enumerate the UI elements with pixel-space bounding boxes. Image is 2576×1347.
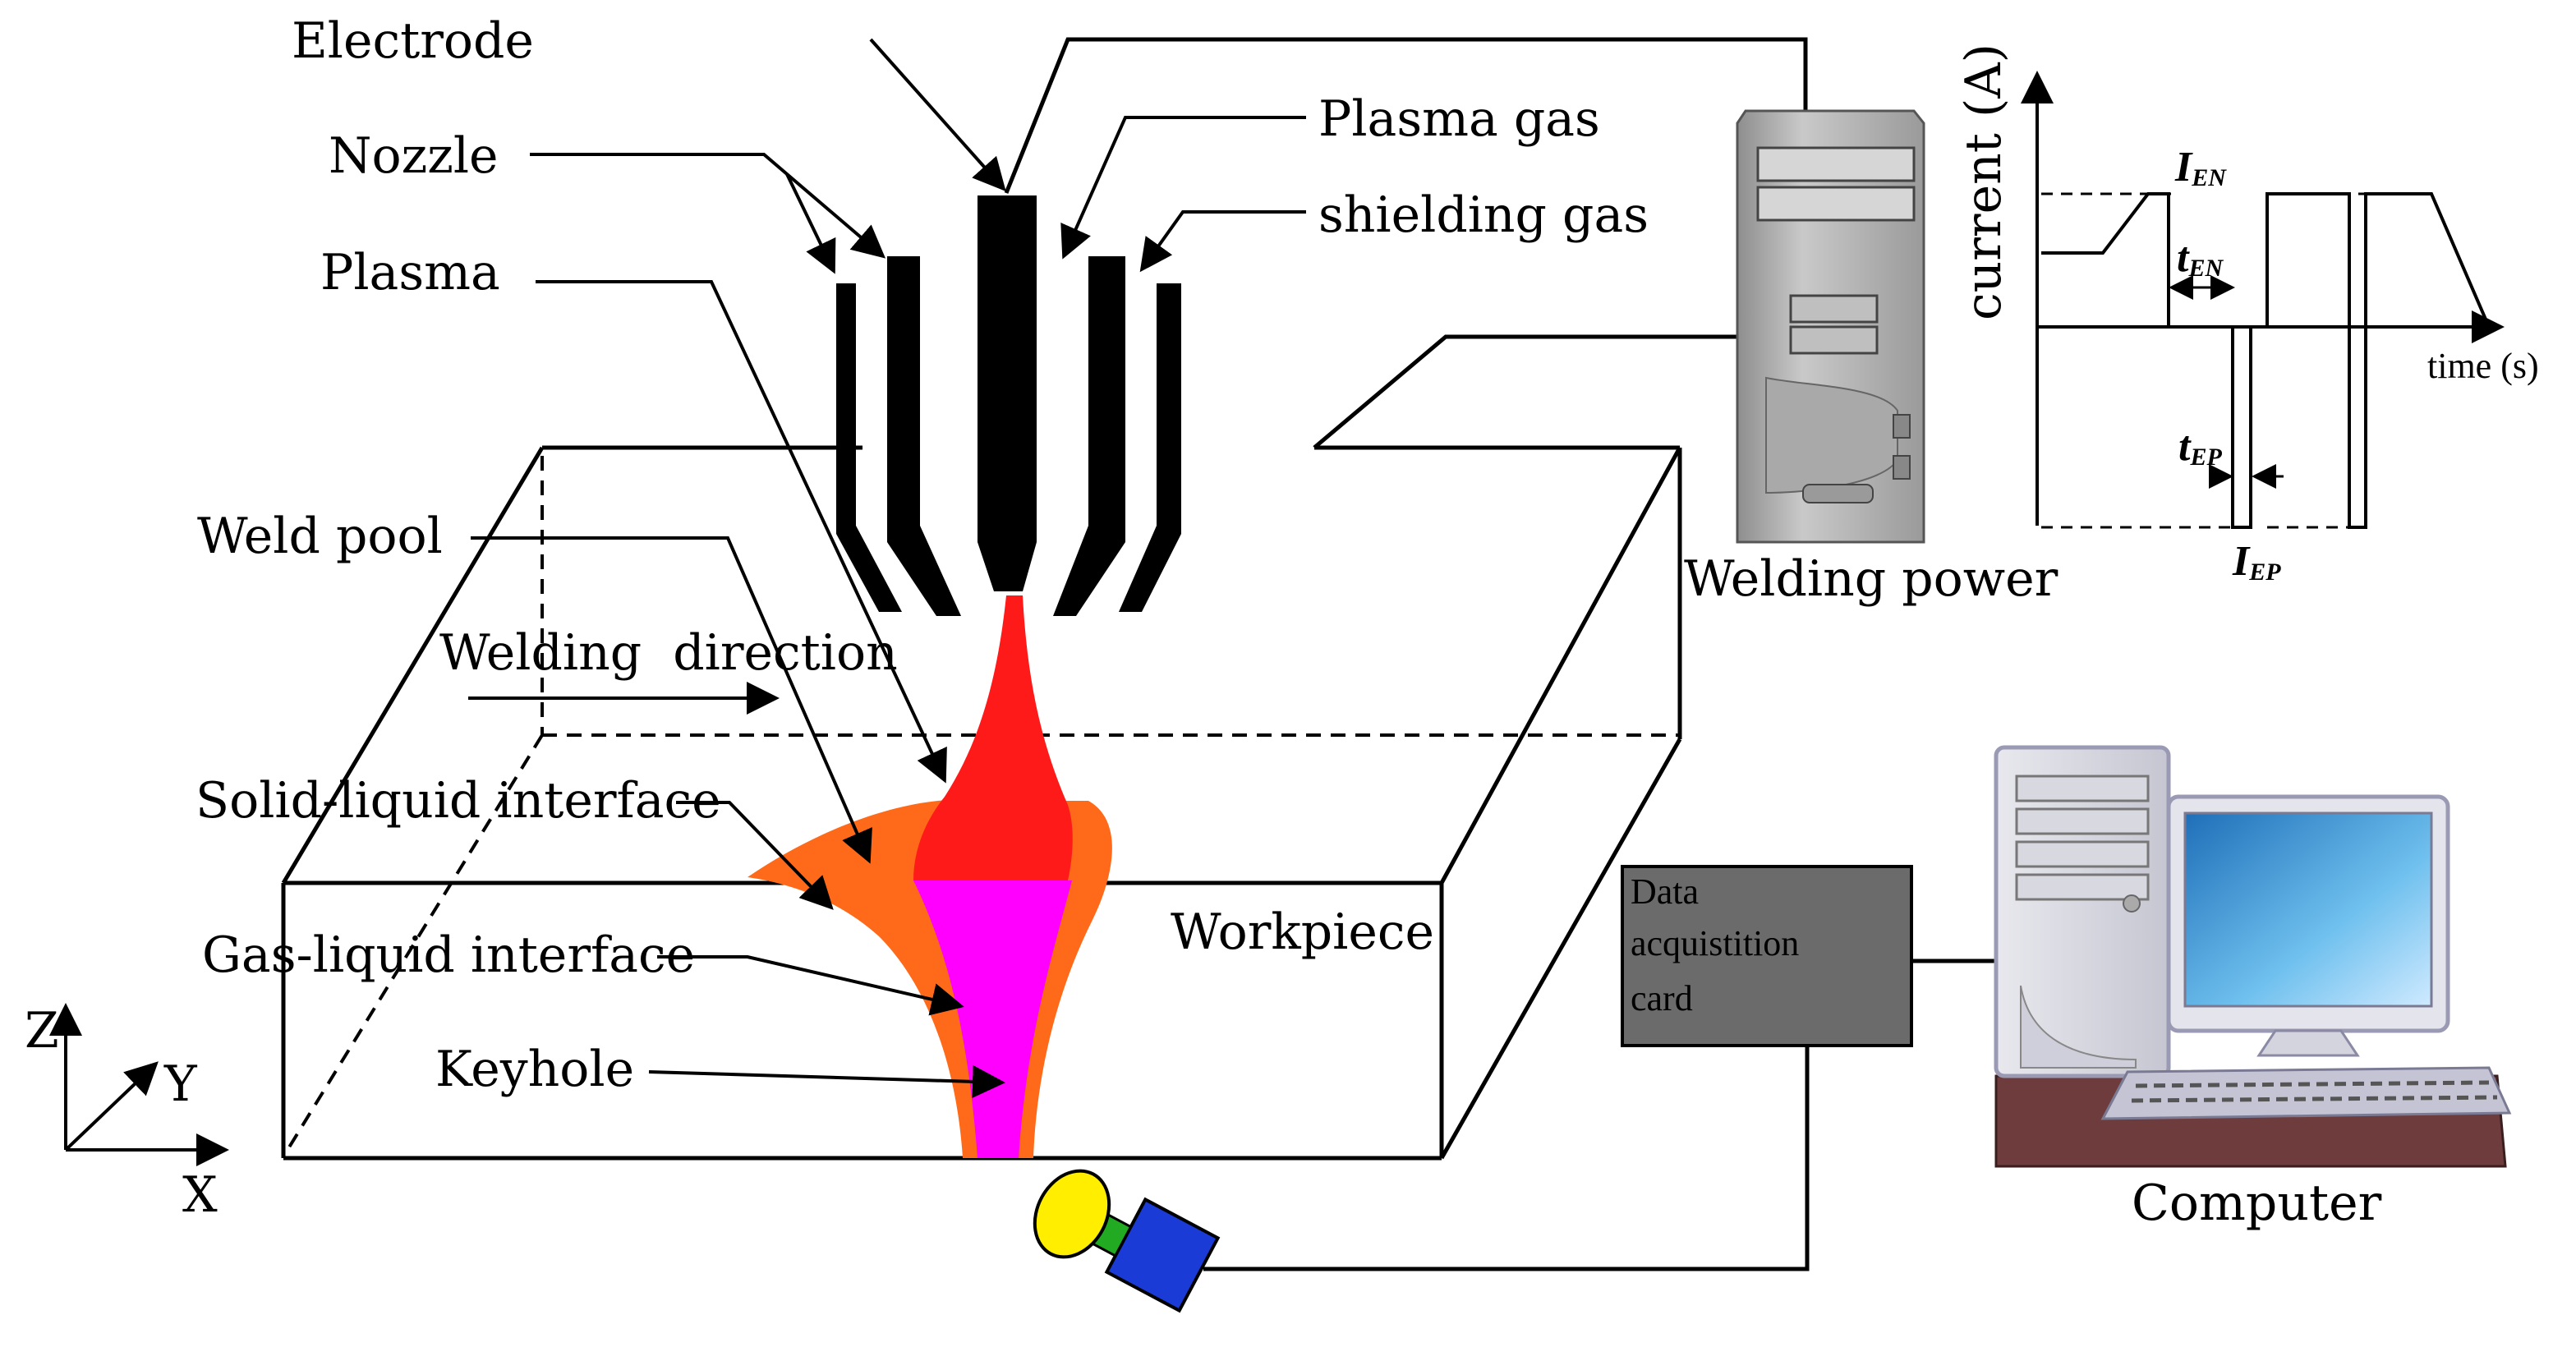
daq-card-label-line1: Data (1631, 871, 1699, 912)
daq-card-label-line2: acquistition (1631, 923, 1799, 963)
torch (836, 195, 1181, 616)
i-en-label: IEN (2174, 144, 2227, 191)
electrode-arrow (869, 38, 1006, 191)
keyhole-arrow (648, 1064, 1005, 1098)
label-arrows (468, 38, 1306, 1098)
i-ep-label: IEP (2232, 538, 2281, 586)
keyhole-label: Keyhole (435, 1041, 634, 1098)
workpiece-label: Workpiece (1171, 903, 1434, 961)
shielding-gas-label: shielding gas (1318, 186, 1649, 244)
plasma-gas-arrow (1060, 116, 1306, 260)
camera-icon (1033, 1169, 1221, 1313)
plasma-arc (913, 595, 1073, 880)
nozzle-arrow-inner (530, 153, 886, 259)
axis-y-label: Y (163, 1055, 198, 1113)
nozzle-arrow-outer (785, 173, 836, 274)
gas-liquid-interface-label: Gas-liquid interface (202, 926, 695, 984)
workpiece-hidden-edges (286, 456, 1680, 1152)
weld-pool-arrow (471, 536, 872, 864)
axis-z-label: Z (25, 1002, 59, 1060)
shielding-gas-arrow (1139, 210, 1306, 273)
plasma-arrow (536, 280, 947, 784)
weld-pool-label: Weld pool (197, 508, 443, 565)
keyhole (913, 880, 1072, 1158)
t-ep-label: tEP (2178, 423, 2222, 471)
plasma-label: Plasma (320, 244, 500, 301)
nozzle-label: Nozzle (329, 127, 499, 185)
axis-x-label: X (182, 1166, 218, 1224)
t-en-label: tEN (2177, 234, 2224, 282)
daq-card-label-line3: card (1631, 978, 1693, 1018)
solid-liquid-interface-label: Solid-liquid interface (196, 772, 721, 830)
time-axis-label: time (s) (2427, 346, 2539, 386)
tower-pc-icon (1736, 109, 1925, 544)
current-axis-label: current (A) (1955, 44, 2012, 320)
current-waveform (2021, 71, 2505, 529)
plasma-gas-label: Plasma gas (1318, 90, 1600, 148)
desktop-computer-icon (1994, 745, 2512, 1168)
gas-liquid-arrow (657, 955, 964, 1016)
computer-label: Computer (2132, 1175, 2382, 1232)
welding-direction-label: Welding direction (439, 624, 898, 682)
axes-triad (49, 1003, 229, 1166)
electrode-label: Electrode (292, 12, 534, 70)
daq-card (1621, 865, 1913, 1047)
solid-liquid-arrow (676, 801, 834, 910)
welding-power-label: Welding power (1684, 550, 2058, 608)
